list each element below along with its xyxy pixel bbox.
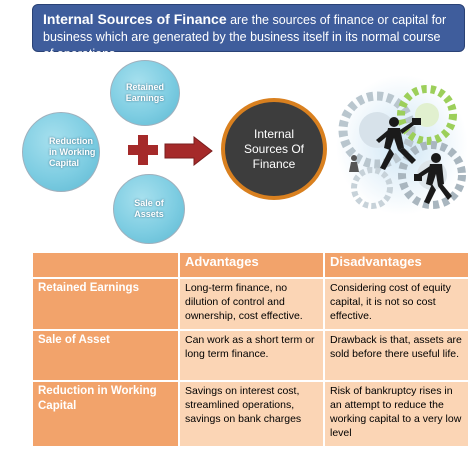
- banner-term: Internal Sources of Finance: [43, 11, 227, 27]
- row-source: Retained Earnings: [31, 277, 180, 331]
- reduction-working-capital-circle: Reduction in Working Capital: [22, 112, 100, 192]
- row-advantage: Savings on interest cost, streamlined op…: [178, 380, 325, 448]
- row-disadvantage: Drawback is that, assets are sold before…: [323, 329, 470, 382]
- row-advantage: Can work as a short term or long term fi…: [178, 329, 325, 382]
- definition-banner: Internal Sources of Finance are the sour…: [32, 4, 465, 61]
- sale-of-assets-label: Sale of Assets: [134, 198, 164, 219]
- retained-earnings-circle: Retained Earnings: [110, 60, 180, 126]
- row-disadvantage: Considering cost of equity capital, it i…: [323, 277, 470, 331]
- internal-sources-label: Internal Sources Of Finance: [243, 126, 305, 171]
- table-header-blank: [31, 251, 180, 279]
- retained-earnings-label: Retained Earnings: [125, 82, 165, 103]
- plus-icon: [128, 135, 158, 165]
- table-row: Reduction in Working Capital Savings on …: [31, 380, 470, 448]
- table-header-disadvantages: Disadvantages: [323, 251, 470, 279]
- row-source: Sale of Asset: [31, 329, 180, 382]
- table-row: Retained Earnings Long-term finance, no …: [31, 277, 470, 331]
- row-disadvantage: Risk of bankruptcy rises in an attempt t…: [323, 380, 470, 448]
- reduction-working-capital-label: Reduction in Working Capital: [49, 135, 96, 168]
- internal-sources-circle: Internal Sources Of Finance: [221, 98, 327, 200]
- table-header-advantages: Advantages: [178, 251, 325, 279]
- table-header-row: Advantages Disadvantages: [31, 251, 470, 279]
- table-row: Sale of Asset Can work as a short term o…: [31, 329, 470, 382]
- advantages-table: Advantages Disadvantages Retained Earnin…: [31, 251, 470, 448]
- sale-of-assets-circle: Sale of Assets: [113, 174, 185, 244]
- row-advantage: Long-term finance, no dilution of contro…: [178, 277, 325, 331]
- row-source: Reduction in Working Capital: [31, 380, 180, 448]
- banner-definition: are the sources of finance or capital fo…: [43, 13, 447, 61]
- business-people-gears-illustration: [336, 75, 468, 215]
- right-arrow-icon: [164, 136, 213, 166]
